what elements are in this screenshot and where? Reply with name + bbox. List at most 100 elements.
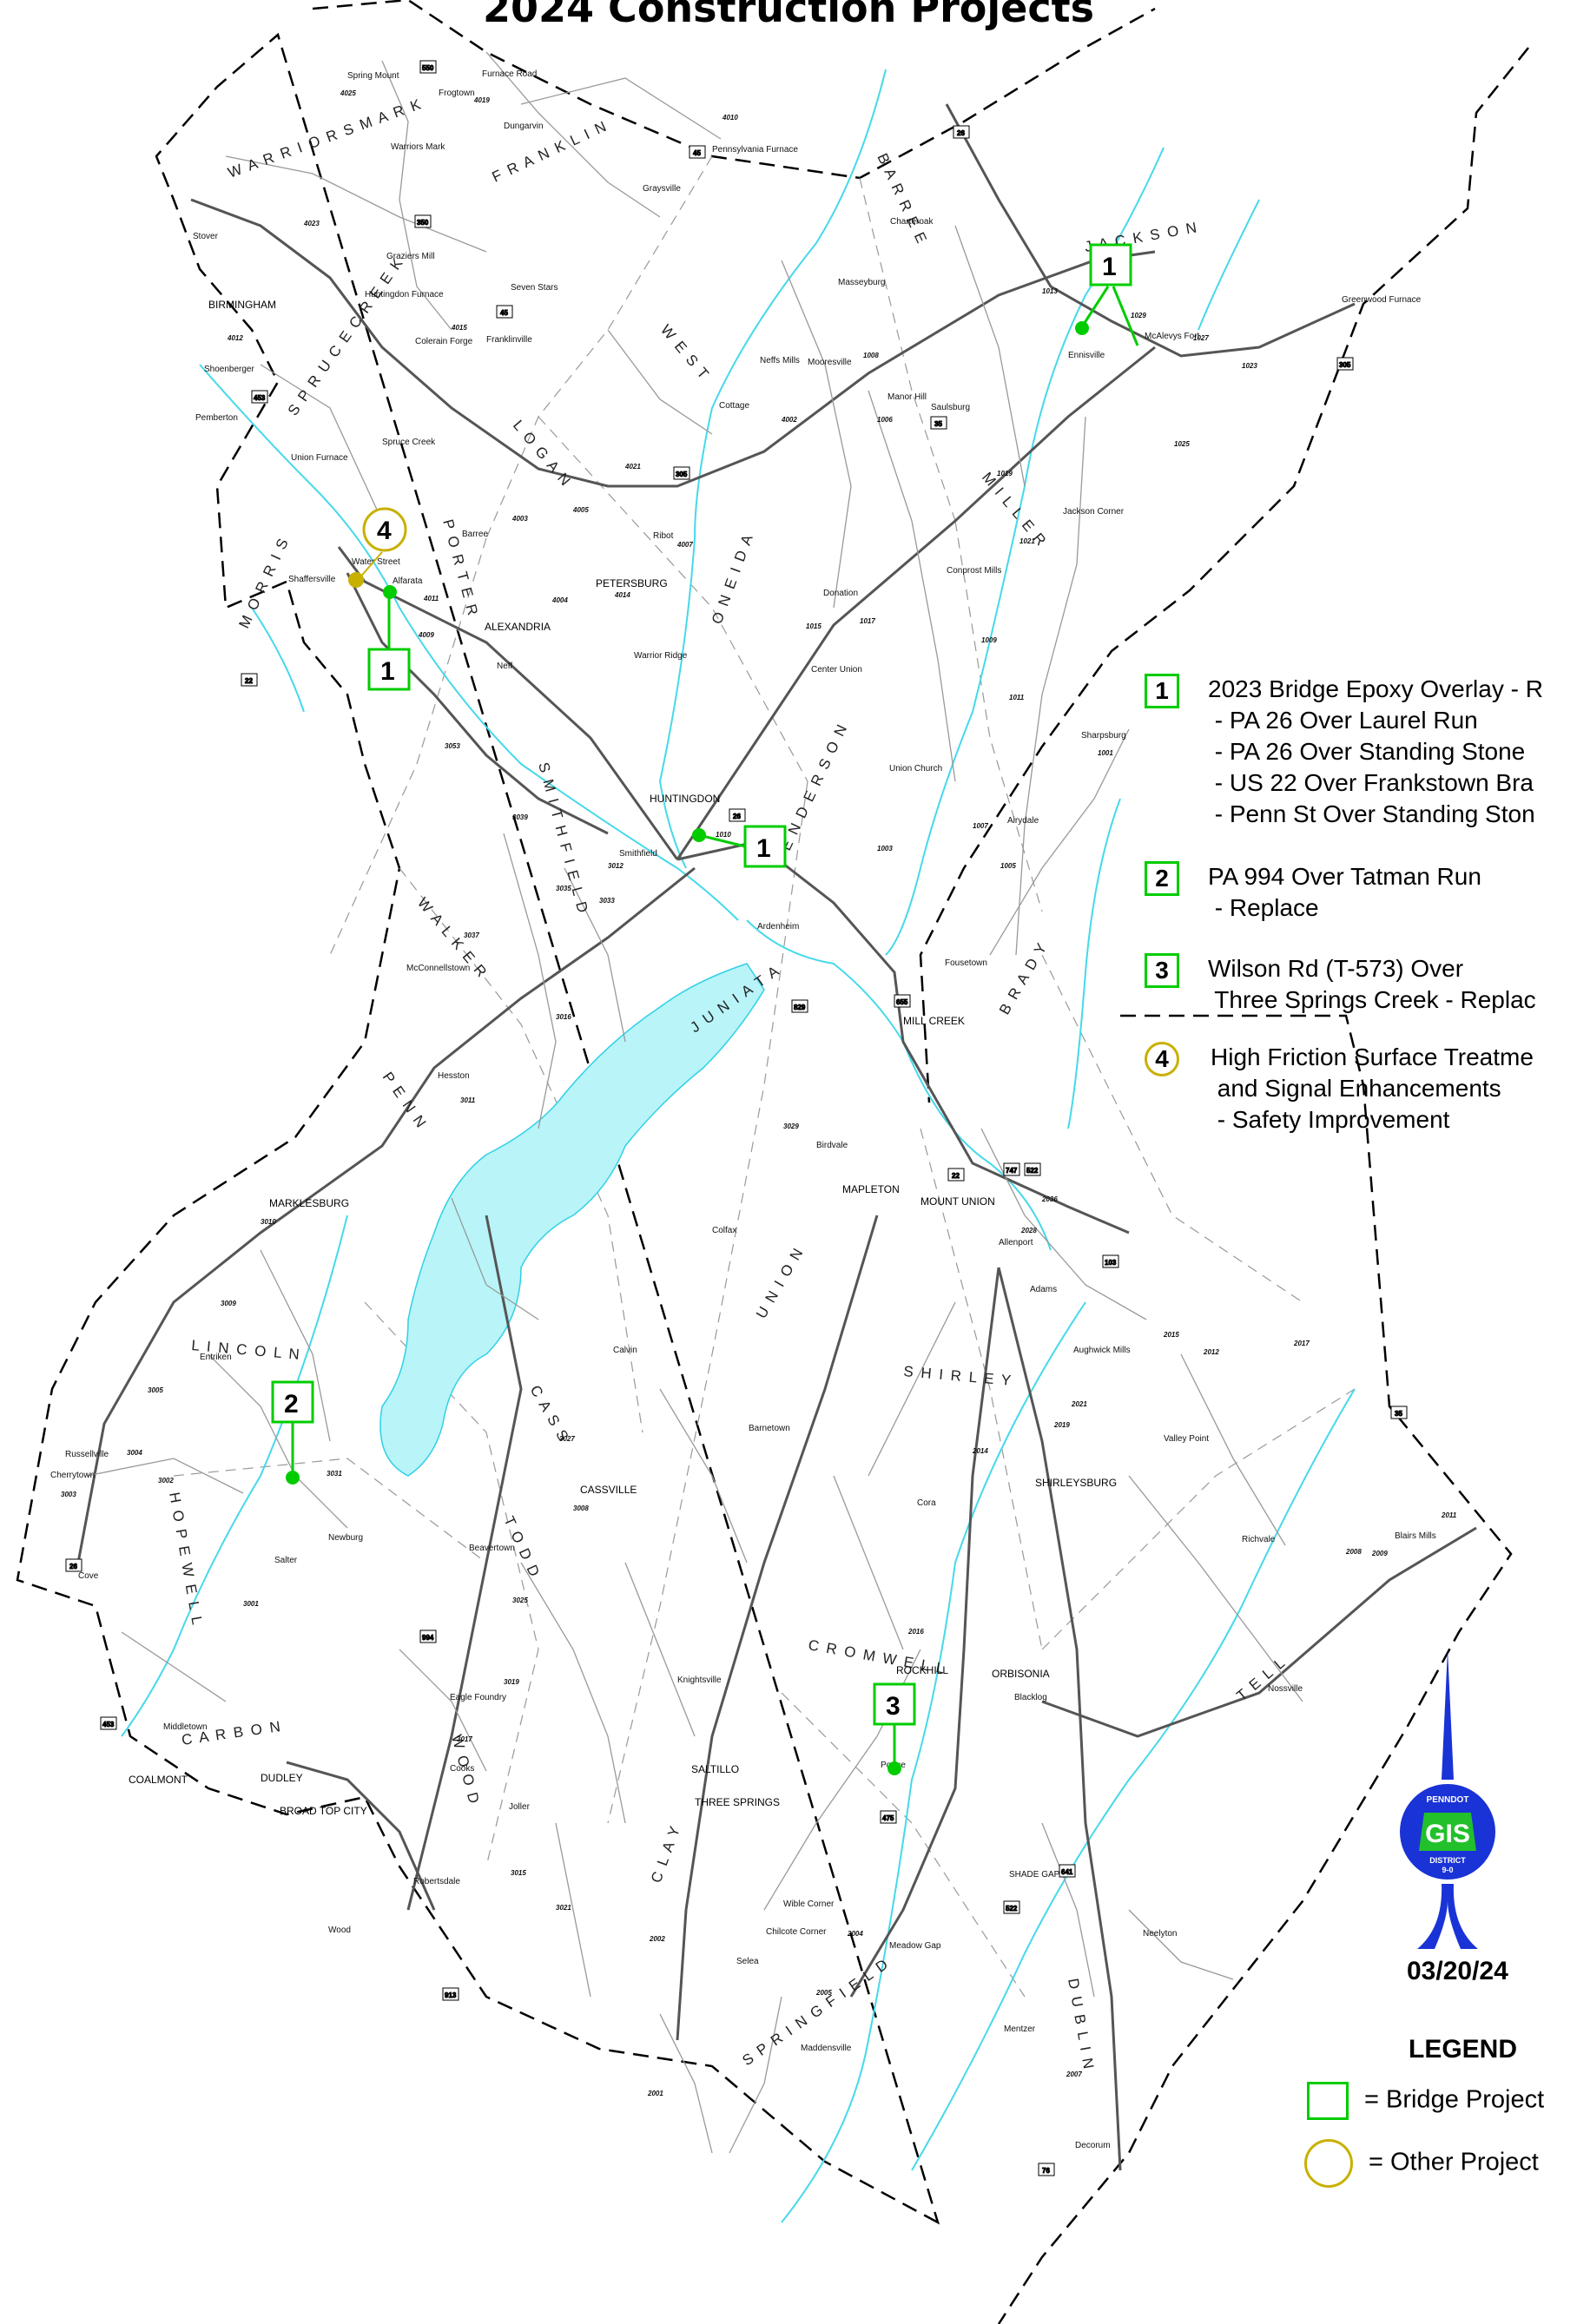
- route-number: 2011: [1441, 1511, 1457, 1519]
- map-marker-bridge[interactable]: 1: [367, 585, 411, 691]
- raystown-lake: [379, 963, 765, 1477]
- place-label: Maddensville: [801, 2044, 852, 2053]
- route-shield: 45: [689, 145, 706, 159]
- minor-roads: [86, 51, 1303, 2154]
- place-label: COALMONT: [129, 1774, 188, 1786]
- svg-text:76: 76: [1042, 2167, 1050, 2175]
- route-number: 1003: [877, 845, 893, 853]
- penndot-gis-logo: PENNDOT GIS DISTRICT 9-0: [1400, 1649, 1495, 1949]
- place-label: ALEXANDRIA: [485, 621, 551, 633]
- route-number: 4009: [418, 631, 434, 639]
- map-marker-bridge[interactable]: 3: [873, 1682, 916, 1775]
- bridge-site-icon: [286, 1471, 300, 1485]
- place-label: Huntingdon Furnace: [365, 290, 444, 300]
- map-marker-other[interactable]: 4: [348, 507, 407, 588]
- place-label: Alfarata: [393, 576, 423, 586]
- place-label: Cherrytown: [50, 1471, 95, 1480]
- place-label: Adams: [1030, 1285, 1057, 1294]
- map-marker-label: 3: [886, 1692, 901, 1721]
- route-number: 1021: [1019, 537, 1035, 545]
- route-number: 4011: [423, 595, 439, 602]
- place-label: Mooresville: [808, 358, 852, 367]
- place-label: Neelyton: [1143, 1929, 1177, 1939]
- route-number: 4002: [781, 416, 797, 424]
- route-number: 2004: [847, 1930, 863, 1938]
- place-label: Saulsburg: [931, 403, 970, 412]
- route-shield: 829: [791, 999, 808, 1013]
- place-label: Robertsdale: [413, 1877, 460, 1886]
- map-marker-label: 2: [284, 1390, 299, 1419]
- route-numbers: 4025 4010 4023 4012 4015 4019 4021 4005 …: [61, 89, 1457, 2097]
- route-number: 2036: [1041, 1195, 1058, 1203]
- township-label: C L A Y: [648, 1822, 684, 1885]
- route-number: 1006: [877, 416, 893, 424]
- route-number: 3025: [512, 1597, 528, 1604]
- township-label: S P R U C E C R E E K: [285, 254, 407, 419]
- place-label: Richvale: [1242, 1535, 1276, 1544]
- svg-text:26: 26: [69, 1563, 77, 1570]
- route-shield: 522: [1024, 1162, 1041, 1176]
- route-shield: 453: [251, 390, 268, 404]
- route-number: 2005: [815, 1989, 832, 1997]
- place-labels: Spring Mount Frogtown Furnace Road Dunga…: [50, 69, 1436, 2150]
- route-number: 2009: [1371, 1550, 1388, 1557]
- place-label: Spruce Creek: [382, 438, 436, 447]
- route-number: 3004: [127, 1449, 142, 1457]
- legend-other-label: = Other Project: [1369, 2148, 1539, 2176]
- place-label: Warrior Ridge: [634, 651, 688, 661]
- place-label: Greenwood Furnace: [1342, 295, 1422, 305]
- place-label: SHIRLEYSBURG: [1035, 1477, 1117, 1489]
- project-description: High Friction Surface Treatme: [1211, 1043, 1534, 1070]
- bridge-site-icon: [1075, 321, 1089, 335]
- route-number: 1027: [1193, 334, 1209, 342]
- svg-text:45: 45: [693, 149, 701, 157]
- map-marker-bridge[interactable]: 1: [1075, 243, 1139, 346]
- route-number: 1010: [716, 831, 731, 839]
- project-number-box: 3: [1145, 953, 1179, 988]
- route-shields: 550 45 350 45 453 305 26 35 22 26 305 82…: [65, 60, 1408, 2176]
- route-number: 2012: [1203, 1348, 1219, 1356]
- route-number: 4005: [572, 506, 589, 514]
- route-number: 2001: [647, 2090, 663, 2097]
- map-marker-bridge[interactable]: 2: [271, 1380, 314, 1485]
- route-number: 3019: [504, 1678, 519, 1686]
- route-number: 4021: [624, 463, 641, 471]
- place-label: Hesston: [438, 1071, 470, 1081]
- place-label: Blacklog: [1014, 1693, 1047, 1702]
- route-number: 2028: [1020, 1227, 1037, 1234]
- place-label: Cottage: [719, 401, 749, 411]
- place-label: SALTILLO: [691, 1763, 739, 1775]
- route-shield: 641: [1059, 1864, 1076, 1878]
- project-detail: - US 22 Over Frankstown Bra: [1208, 769, 1534, 796]
- place-label: Selea: [736, 1957, 759, 1966]
- route-number: 3011: [460, 1096, 476, 1104]
- route-number: 4014: [614, 591, 630, 599]
- route-number: 1001: [1098, 749, 1113, 757]
- place-label: Ribot: [653, 531, 674, 541]
- route-number: 2019: [1053, 1421, 1070, 1429]
- route-number: 4007: [676, 541, 693, 549]
- route-number: 1011: [1009, 694, 1025, 701]
- map-marker-label: 1: [1102, 253, 1117, 281]
- route-shield: 475: [880, 1810, 897, 1824]
- place-label: Water Street: [352, 557, 400, 567]
- svg-text:22: 22: [245, 677, 253, 685]
- place-label: MARKLESBURG: [269, 1197, 349, 1209]
- svg-text:305: 305: [1339, 361, 1351, 369]
- route-number: 2014: [972, 1447, 988, 1455]
- place-label: Manor Hill: [887, 392, 927, 402]
- route-shield: 26: [65, 1558, 82, 1572]
- place-label: MOUNT UNION: [920, 1195, 995, 1208]
- svg-text:522: 522: [1006, 1905, 1018, 1913]
- route-number: 3005: [148, 1386, 163, 1394]
- route-shield: 26: [953, 125, 970, 139]
- route-number: 2015: [1163, 1331, 1179, 1339]
- svg-text:747: 747: [1006, 1167, 1018, 1175]
- place-label: Seven Stars: [511, 283, 558, 293]
- route-shield: 35: [930, 416, 947, 430]
- place-label: Frogtown: [439, 89, 475, 98]
- place-label: Knightsville: [677, 1676, 722, 1685]
- map-marker-label: 1: [380, 657, 395, 686]
- map-marker-bridge[interactable]: 1: [692, 825, 787, 868]
